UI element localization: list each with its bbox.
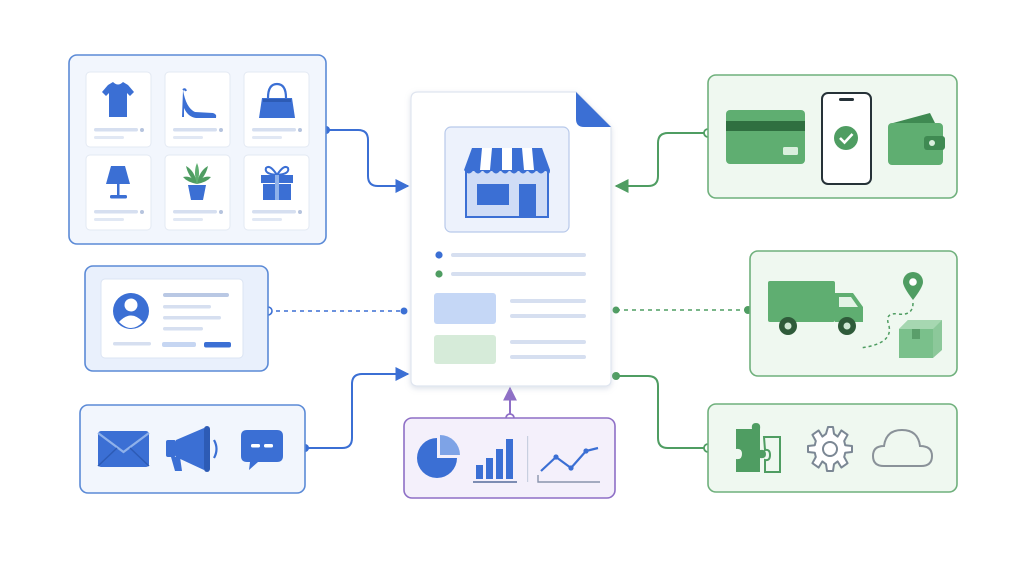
storefront-icon [464, 148, 550, 218]
connector-payments-to-center [614, 132, 708, 193]
delivery-truck-icon [768, 281, 863, 335]
package-icon [899, 320, 942, 358]
plant-icon [183, 163, 211, 200]
gift-icon [261, 165, 293, 200]
megaphone-icon [166, 426, 218, 472]
credit-card-icon [726, 110, 805, 164]
product-card [164, 71, 231, 148]
connector-marketing-to-center [305, 367, 410, 449]
customer-module [84, 265, 269, 372]
chat-icon [241, 430, 283, 470]
smartphone-check-icon [821, 92, 872, 185]
tshirt-icon [102, 82, 134, 117]
page-fold [576, 92, 611, 127]
envelope-icon [97, 431, 150, 467]
high-heel-icon [182, 88, 217, 118]
product-card [243, 154, 310, 231]
route-line [859, 302, 914, 349]
connector-center-to-integrations [616, 375, 708, 449]
marketing-module [79, 404, 306, 494]
product-card [85, 154, 152, 231]
cloud-icon [871, 428, 934, 467]
line-chart-icon [537, 446, 600, 483]
lamp-icon [106, 166, 130, 199]
storefront-document [410, 91, 612, 387]
catalog-module [68, 54, 327, 245]
user-avatar-icon [113, 293, 149, 329]
product-card [164, 154, 231, 231]
connector-catalog-to-center [326, 129, 410, 193]
analytics-module [403, 417, 616, 499]
gear-icon [807, 426, 853, 472]
payments-module [707, 74, 958, 199]
location-pin-icon [903, 272, 923, 300]
product-card [243, 71, 310, 148]
integrations-module [707, 403, 958, 493]
wallet-icon [888, 113, 945, 165]
bar-chart-icon [473, 439, 517, 483]
puzzle-icon [736, 423, 781, 473]
shipping-module [749, 250, 958, 377]
handbag-icon [259, 82, 295, 118]
product-card [85, 71, 152, 148]
pie-chart-icon [417, 435, 460, 478]
